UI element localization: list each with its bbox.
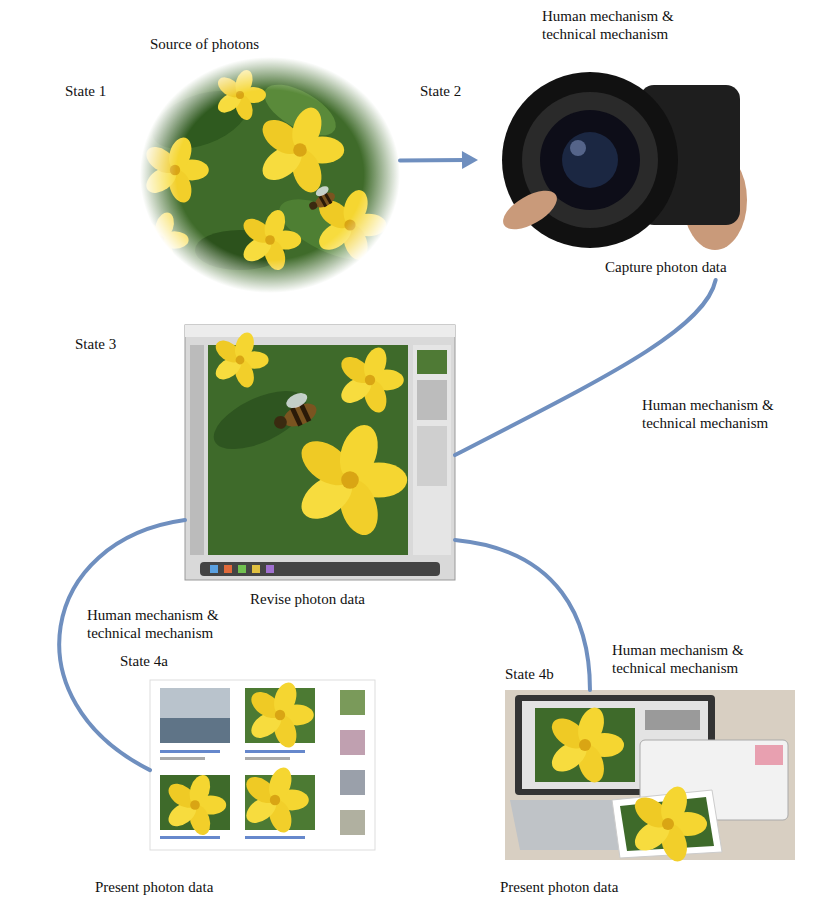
mechanism-label: Human mechanism & technical mechanism: [610, 640, 766, 678]
flow-connector: [400, 151, 478, 169]
mechanism-label: Human mechanism & technical mechanism: [640, 395, 796, 433]
mechanism-label: Human mechanism & technical mechanism: [85, 605, 241, 643]
state-label: State 1: [65, 82, 106, 100]
laptop-printer-photo: [505, 690, 795, 865]
step-caption: Present photon data: [95, 878, 213, 896]
step-caption: Source of photons: [150, 35, 259, 53]
editor-screenshot: [185, 325, 455, 580]
step-caption: Capture photon data: [605, 258, 727, 276]
state-label: State 4a: [120, 652, 168, 670]
state-picture: State 2Capture photon data: [478, 50, 745, 280]
flower-photo: [130, 50, 410, 300]
step-caption: Present photon data: [500, 878, 618, 896]
state-label: State 3: [75, 335, 116, 353]
flow-connector: [455, 540, 590, 690]
state-label: State 2: [420, 82, 461, 100]
state-picture: State 4bPresent photon data: [505, 690, 795, 860]
flow-connector: [59, 520, 185, 770]
state-label: State 4b: [505, 665, 554, 683]
state-picture: State 1Source of photons: [140, 55, 400, 295]
mechanism-label: Human mechanism & technical mechanism: [540, 6, 696, 44]
step-caption: Revise photon data: [250, 590, 365, 608]
web-page: [150, 680, 375, 850]
camera-photo: [497, 72, 747, 250]
state-picture: State 4aPresent photon data: [150, 680, 375, 850]
state-picture: State 3Revise photon data: [185, 325, 455, 580]
